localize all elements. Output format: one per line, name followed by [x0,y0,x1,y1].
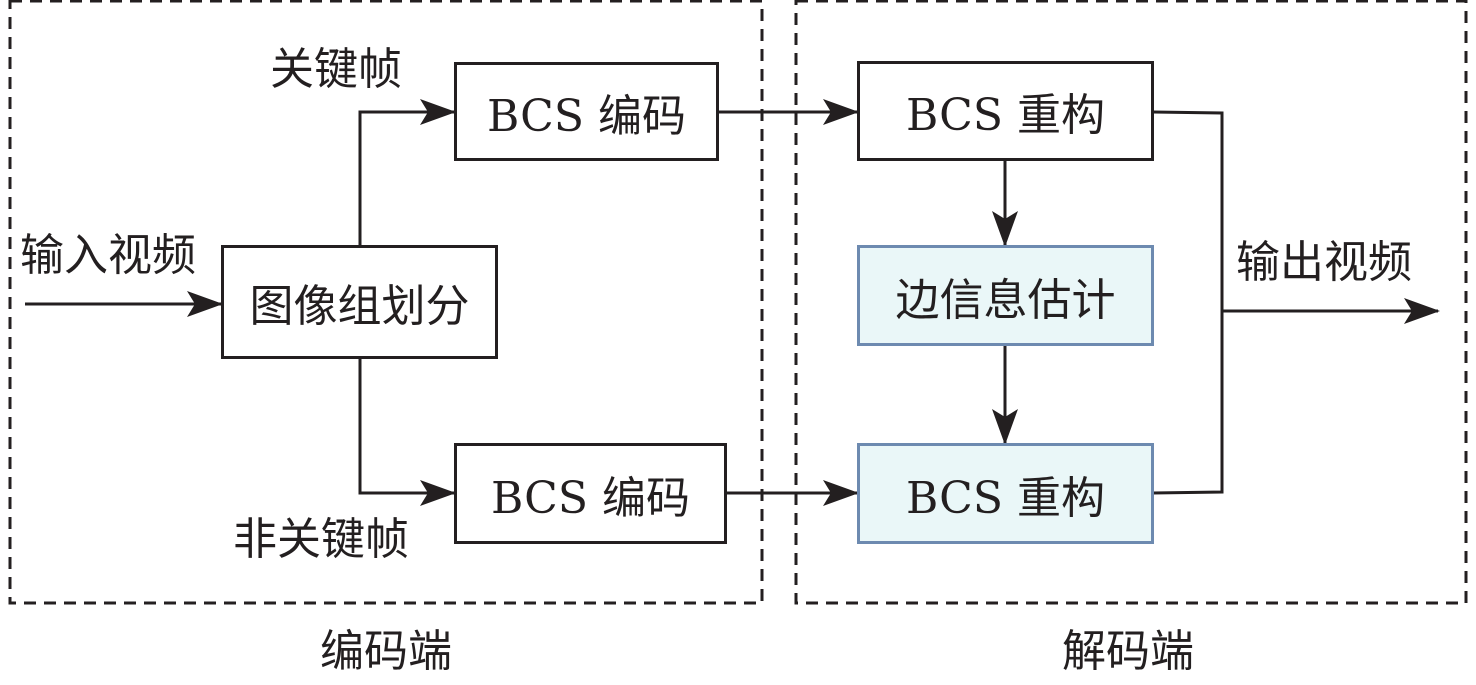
bcs-recon-nonkey-box: BCS 重构 [857,443,1154,544]
key-frame-label: 关键帧 [270,44,402,95]
bcs-encode-nonkey-box: BCS 编码 [454,443,727,544]
output-video-label: 输出视频 [1236,237,1412,288]
nonkey-frame-arrow [358,358,456,506]
output-merge-line [1152,110,1224,495]
bcs-encode-key-box: BCS 编码 [454,62,719,161]
input-video-label: 输入视频 [20,230,196,281]
bcs-recon-key-box: BCS 重构 [857,61,1154,161]
gop-partition-box: 图像组划分 [221,245,498,359]
encoder-frame [8,0,764,605]
side-info-estimation-box: 边信息估计 [857,245,1154,346]
encoder-section-label: 编码端 [320,626,452,677]
decoder-frame [794,0,1468,605]
key-frame-arrow [358,99,456,246]
decoder-section-label: 解码端 [1062,626,1194,677]
nonkey-frame-label: 非关键帧 [233,514,409,565]
